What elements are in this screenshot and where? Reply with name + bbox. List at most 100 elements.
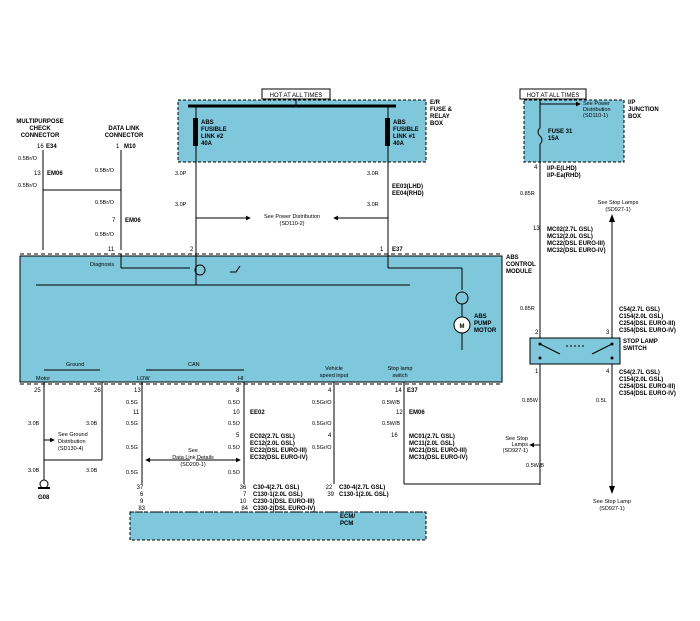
see-power-dist-sd110-2: See Power Distribution(SD110-2) <box>264 214 320 227</box>
e37-bottom-label: E37 <box>407 388 418 394</box>
pin-label: 2 <box>190 247 194 253</box>
er-fuse-relay-box <box>177 99 427 163</box>
pin-label: 12 <box>396 410 403 416</box>
pin-label: 1 <box>380 247 384 253</box>
pin-label: 4 <box>606 369 610 375</box>
fuse-31 <box>537 127 543 145</box>
pin-label: 25 <box>34 388 41 394</box>
wire-label: 0.5Gr/O <box>312 421 332 427</box>
see-stop-lamps-top: See Stop Lamps(SD927-1) <box>598 200 639 213</box>
wire-label: 0.5Br/O <box>95 232 115 238</box>
wire-label: 3.0P <box>175 202 187 208</box>
g08-label: G08 <box>38 495 50 501</box>
diagnosis-transistor <box>194 264 206 276</box>
pin-label: 4 <box>328 388 332 394</box>
ground-label: Ground <box>66 362 84 368</box>
wire-label: 0.5O <box>228 470 241 476</box>
ee02-label: EE02 <box>250 410 265 416</box>
e34-label: E34 <box>46 144 57 150</box>
wire-label: 0.5W/B <box>382 421 400 427</box>
pin-label: 8 <box>236 388 240 394</box>
mc-connector-group-top: MC02(2.7L GSL) MC12(2.0L GSL) MC22(DSL E… <box>547 227 607 254</box>
ecm-pcm-box <box>129 511 427 541</box>
pin-label: 2 <box>535 330 539 336</box>
diagnosis-label: Diagnosis <box>90 262 114 268</box>
pin-label: 16 <box>391 433 398 439</box>
c-connector-group-top: C54(2.7L GSL) C154(2.0L GSL) C254(DSL EU… <box>619 307 677 334</box>
ec-connector-group: EC02(2.7L GSL) EC12(2.0L GSL) EC22(DSL E… <box>250 434 309 461</box>
wire-label: 3.0R <box>367 202 379 208</box>
wire-label: 3.0B <box>28 468 40 474</box>
pin-label: 7 <box>112 218 116 224</box>
wire-label: 0.5G <box>126 421 138 427</box>
wire-label: 3.0B <box>86 421 98 427</box>
motor-m-label: M <box>460 324 465 330</box>
pins-left-column: 37 6 9 83 <box>137 485 146 512</box>
pin-label: 4 <box>534 165 538 171</box>
wire-label: 0.5Br/O <box>95 168 115 174</box>
pin-16-e34: 16 <box>37 144 44 150</box>
pin-label: 13 <box>533 226 540 232</box>
e37-label: E37 <box>392 247 403 253</box>
wire-label: 0.5O <box>228 445 241 451</box>
wire-label: 0.5L <box>596 398 607 404</box>
hot-label-right: HOT AT ALL TIMES <box>527 93 580 99</box>
wire-label: 0.85R <box>520 191 535 197</box>
wire-label: 0.5Br/O <box>18 156 38 162</box>
em06-bottom-label: EM06 <box>409 410 425 416</box>
wire-label: 0.5Gr/O <box>312 445 332 451</box>
wire-label: 0.5G <box>126 470 138 476</box>
ecm-pcm-label: ECM/PCM <box>340 514 355 527</box>
em06-label: EM06 <box>47 171 63 177</box>
wire-label: 0.5W/B <box>382 400 400 406</box>
pin-label: 11 <box>108 247 115 253</box>
wire-label: 0.5O <box>228 421 241 427</box>
wire-label: 0.85R <box>520 306 535 312</box>
pin-label: 26 <box>94 388 101 394</box>
ground-g08-icon <box>39 479 49 489</box>
fusible-link-1 <box>385 118 390 146</box>
pin-label: 13 <box>134 388 141 394</box>
pins-right-column: 22 39 <box>326 485 335 498</box>
low-label: LOW <box>137 376 150 382</box>
can-label: CAN <box>188 362 200 368</box>
abs-control-module <box>19 255 503 383</box>
pin-label: 14 <box>395 388 402 394</box>
pin-label: 10 <box>233 410 240 416</box>
pin-label: 4 <box>328 433 332 439</box>
wire-label: 3.0B <box>86 468 98 474</box>
ipea-label: I/P-Ea(RHD) <box>547 173 581 179</box>
ee04-label: EE04(RHD) <box>392 191 424 197</box>
mc-connector-group-bottom: MC01(2.7L GSL) MC11(2.0L GSL) MC21(DSL E… <box>409 434 469 461</box>
wire-label: 0.5G <box>126 445 138 451</box>
pin-label: 13 <box>34 171 41 177</box>
pin-label: 11 <box>133 410 140 416</box>
m10-label: M10 <box>124 144 136 150</box>
pin-1-m10: 1 <box>116 144 120 150</box>
ip-junction-box <box>523 99 625 163</box>
ee03-label: EE03(LHD) <box>392 184 423 190</box>
wire-label: 0.5O <box>228 400 241 406</box>
motor-label: Motor <box>36 376 50 382</box>
ipe-label: I/P-E(LHD) <box>547 166 577 172</box>
see-stop-lamp-bottom: See Stop Lamp(SD927-1) <box>593 499 631 512</box>
wire-label: 0.5Gr/O <box>312 400 332 406</box>
pin-label: 1 <box>535 369 539 375</box>
wire-label: 3.0B <box>28 421 40 427</box>
hot-label-left: HOT AT ALL TIMES <box>270 93 323 99</box>
wire-label: 3.0P <box>175 171 187 177</box>
wire-label: 3.0R <box>367 171 379 177</box>
c30-connector-group: C30-4(2.7L GSL) C130-1(2.0L GSL) C230-1(… <box>253 485 316 512</box>
